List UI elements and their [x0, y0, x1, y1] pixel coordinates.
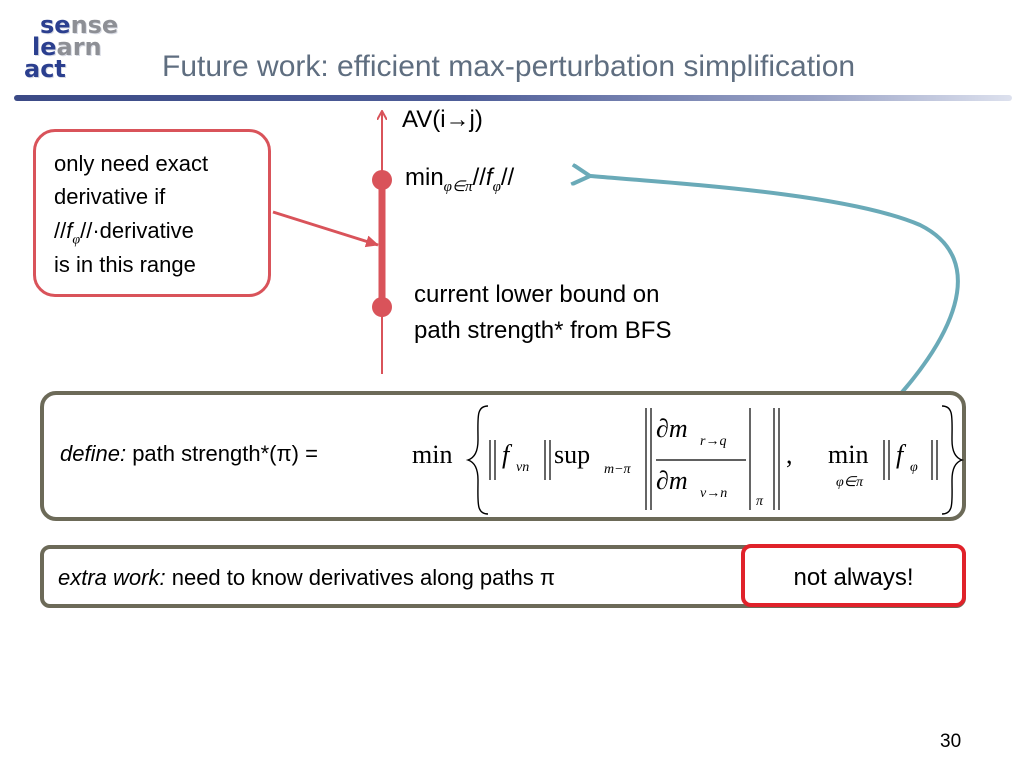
define-label: define:	[60, 441, 127, 466]
upper-point-label: minφ∈π//fφ//	[405, 164, 514, 196]
min-subscript: φ∈π	[443, 178, 473, 195]
logo-text-nse: nse	[70, 11, 119, 39]
extra-work-label: extra work:	[58, 565, 166, 590]
f-subscript: φ	[492, 178, 501, 195]
fraction-numerator: ∂m	[656, 414, 688, 443]
formula-right-brace	[941, 405, 965, 515]
formula-min2-subscript: φ∈π	[836, 475, 863, 490]
logo-text-act: act	[24, 55, 66, 83]
callout-arrow	[272, 210, 379, 248]
lower-point-label-line1: current lower bound on	[414, 281, 660, 308]
definition-lhs: define: path strength*(π) =	[60, 441, 318, 467]
min-text: min	[405, 164, 444, 191]
definition-lhs-text: path strength*(π) =	[132, 441, 318, 466]
formula-min: min	[412, 440, 453, 469]
norm-subscript: π	[756, 494, 764, 509]
callout-line2: derivative if	[54, 184, 166, 209]
formula-comma: ,	[786, 440, 793, 469]
upper-point-marker	[372, 170, 392, 190]
sense-learn-act-logo: sense learn act	[22, 11, 132, 94]
norm-open: //	[472, 164, 486, 191]
feedback-arrow	[590, 176, 960, 418]
callout-norm-derivative: //·derivative	[80, 218, 194, 243]
formula-min2: min	[828, 440, 869, 469]
numerator-subscript: r→q	[700, 434, 727, 449]
formula-sup: sup	[554, 440, 591, 469]
extra-work-text: extra work: need to know derivatives alo…	[58, 565, 555, 591]
slide-title: Future work: efficient max-perturbation …	[162, 50, 856, 83]
formula-f-subscript: vn	[516, 460, 530, 475]
title-divider	[14, 95, 1012, 101]
callout-line3: //fφ//·derivative	[54, 218, 194, 248]
norm-close: //	[500, 164, 515, 191]
callout-f-subscript: φ	[72, 232, 81, 248]
warning-box: not always!	[741, 544, 966, 607]
logo-text-se: se	[40, 11, 71, 39]
callout-norm-open: //	[54, 218, 67, 243]
derivative-range-callout: only need exact derivative if //fφ//·der…	[33, 129, 271, 297]
lower-point-marker	[372, 297, 392, 317]
callout-line1: only need exact	[54, 151, 209, 176]
formula-f2: f	[896, 440, 904, 469]
logo-text-arn: arn	[56, 33, 102, 61]
logo-text-le: le	[32, 33, 57, 61]
extra-work-description: need to know derivatives along paths π	[171, 565, 556, 590]
axis-top-label: AV(i→j)	[402, 106, 483, 133]
denominator-subscript: v→n	[700, 486, 728, 501]
lower-point-label-line2: path strength* from BFS	[414, 317, 672, 344]
f-symbol: f	[485, 164, 493, 191]
definition-box	[40, 391, 966, 521]
fraction-denominator: ∂m	[656, 466, 688, 495]
warning-text: not always!	[793, 564, 914, 591]
formula-f: f	[502, 440, 510, 469]
formula-sup-subscript: m−π	[604, 462, 631, 477]
formula-f2-subscript: φ	[910, 460, 918, 475]
page-number: 30	[940, 731, 962, 752]
callout-line4: is in this range	[54, 252, 196, 277]
formula-left-brace	[465, 405, 489, 515]
callout-f-symbol: f	[66, 218, 73, 243]
